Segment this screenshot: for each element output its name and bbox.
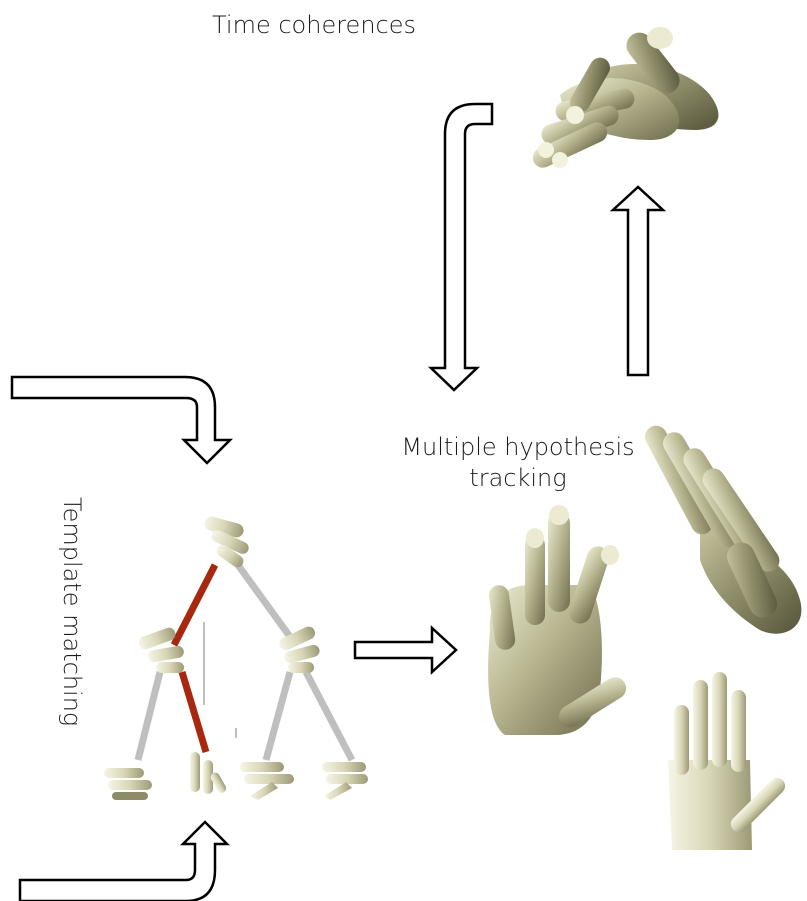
tree-leaf-4 [322, 762, 368, 800]
multiple-hypothesis-tracking-label: Multiple hypothesis tracking [373, 432, 663, 494]
tree-edge [238, 565, 296, 645]
hollow-arrow-up-icon [613, 187, 663, 375]
hand-model-tilted [641, 422, 801, 634]
tree-edge [138, 672, 160, 760]
hollow-arrow-right-icon [355, 628, 456, 672]
tree-edge-selected [182, 672, 206, 752]
tree-leaf-2 [190, 752, 228, 795]
tree-edge [306, 672, 352, 760]
tree-edge-selected [174, 565, 215, 645]
template-tree [104, 515, 368, 800]
hand-model-palm [668, 672, 788, 850]
hollow-arrow-curved-in-icon [12, 377, 230, 463]
tree-leaf-1 [104, 768, 152, 800]
hollow-arrow-curved-up-icon [20, 822, 227, 901]
template-matching-label: Template matching [56, 497, 87, 726]
hollow-arrow-down-icon [431, 104, 492, 390]
hand-model-center [488, 505, 631, 735]
hand-model-top [530, 27, 719, 171]
time-coherences-label: Time coherences [212, 10, 416, 41]
tree-leaf-3 [240, 762, 294, 800]
tree-node-root [203, 515, 251, 569]
tree-edge [266, 672, 290, 760]
